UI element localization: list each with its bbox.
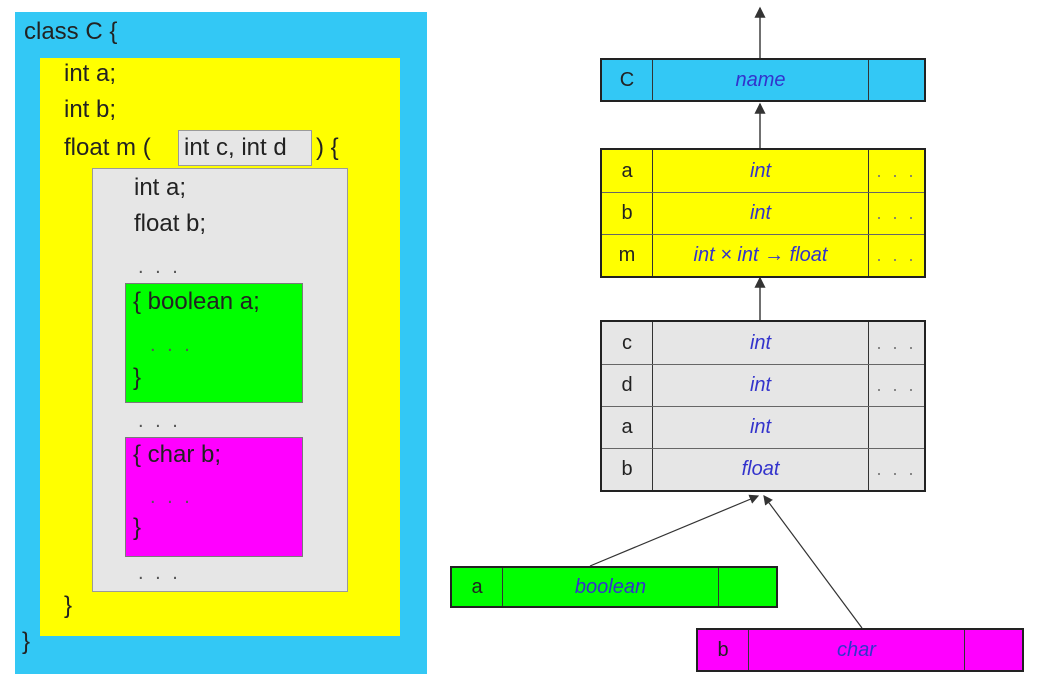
symbol-type: boolean <box>502 568 718 606</box>
block2-close: } <box>133 514 142 541</box>
symbol-extra: . . . <box>868 322 924 364</box>
block1-decl: { boolean a; <box>133 288 260 315</box>
symbol-type: name <box>652 60 868 100</box>
symbol-name: b <box>621 202 633 224</box>
symbol-extra <box>718 568 776 606</box>
field-b: int b; <box>64 96 117 123</box>
symbol-extra: . . . <box>868 193 924 234</box>
symbol-extra: . . . <box>868 365 924 406</box>
symbol-name: a <box>621 159 633 182</box>
symbol-name: c <box>622 331 632 354</box>
symbol-extra <box>868 60 924 100</box>
symbol-type: int × int → float <box>652 235 868 276</box>
local-b: float b; <box>134 210 207 237</box>
symbol-name: a <box>471 575 483 598</box>
class-header: class C { <box>24 18 118 45</box>
symbol-extra <box>868 407 924 448</box>
block2-ellipsis: . . . <box>150 486 193 508</box>
symbol-type: int <box>652 193 868 234</box>
symbol-name: a <box>621 416 633 438</box>
block1-ellipsis: . . . <box>150 334 193 356</box>
symbol-type: float <box>652 449 868 490</box>
symbol-type: char <box>748 630 964 670</box>
symbol-name: b <box>621 458 633 480</box>
symbol-name: C <box>619 68 635 91</box>
method-params-box <box>178 130 312 166</box>
block2-decl: { char b; <box>133 441 222 468</box>
symbol-name: b <box>717 638 729 661</box>
symbol-extra: . . . <box>868 449 924 490</box>
symbol-type: int <box>652 150 868 192</box>
boolean-block-table: a boolean <box>450 566 778 608</box>
class-close: } <box>22 628 31 655</box>
ellipsis-3: . . . <box>138 562 181 584</box>
symbol-type: int <box>652 322 868 364</box>
boolean-block-box <box>125 283 303 403</box>
table-row: a boolean <box>452 568 776 606</box>
char-block-box <box>125 437 303 557</box>
ellipsis-1: . . . <box>138 256 181 278</box>
method-params: int c, int d <box>184 134 287 161</box>
block1-close: } <box>133 364 142 391</box>
method-open-brace: ) { <box>316 134 339 161</box>
symbol-extra: . . . <box>868 235 924 276</box>
ellipsis-2: . . . <box>138 410 181 432</box>
boolean-to-method-arrow <box>589 494 760 567</box>
local-a: int a; <box>134 174 187 201</box>
field-a: int a; <box>64 60 117 87</box>
method-close: } <box>64 592 73 619</box>
symbol-extra: . . . <box>868 150 924 192</box>
symbol-extra <box>964 630 1022 670</box>
method-signature-start: float m ( <box>64 134 151 161</box>
table-row: m int × int → float. . . <box>602 234 924 276</box>
symbol-name: d <box>621 374 633 396</box>
symbol-name: m <box>618 244 636 266</box>
symbol-type: int <box>652 365 868 406</box>
symbol-type: int <box>652 407 868 448</box>
char-to-method-arrow <box>763 495 863 629</box>
